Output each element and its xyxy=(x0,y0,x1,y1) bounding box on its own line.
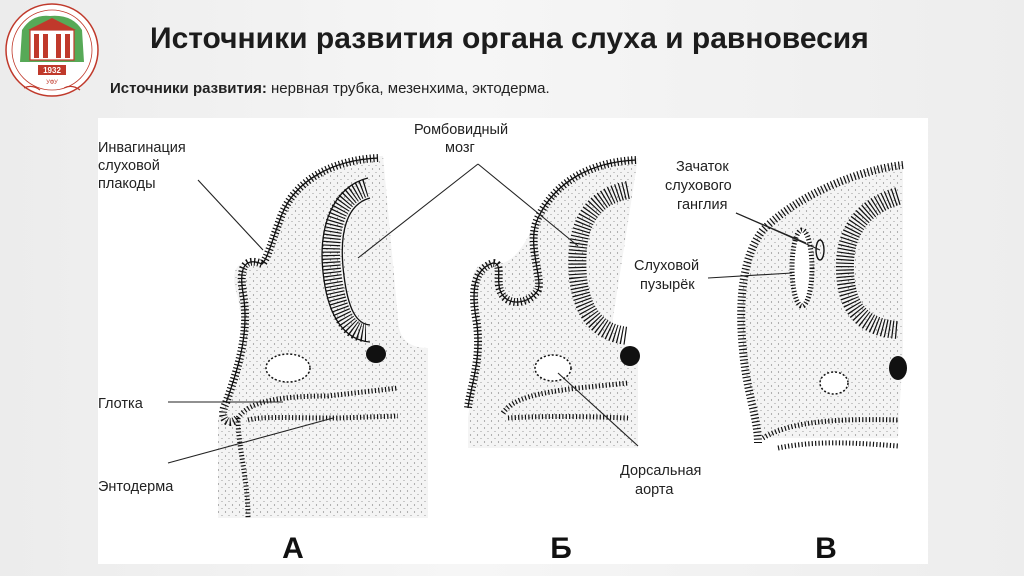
label-rhomb-1: Ромбовидный xyxy=(414,122,508,138)
neural-tube-wall-b xyxy=(568,181,631,345)
label-ganglion-3: ганглия xyxy=(677,197,727,213)
university-logo: 1932 УФУ xyxy=(5,3,99,97)
neural-tube-wall-c xyxy=(835,187,901,339)
label-invagination-2: слуховой xyxy=(98,158,160,174)
mesenchyme-c xyxy=(741,163,903,438)
panel-letter-a: А xyxy=(282,532,304,564)
label-vesicle-2: пузырёк xyxy=(640,277,695,293)
panel-c: В xyxy=(737,161,907,564)
logo-year: 1932 xyxy=(43,66,61,75)
label-aorta-2: аорта xyxy=(635,482,674,498)
pharynx-b xyxy=(500,380,629,415)
panel-letter-c: В xyxy=(815,532,837,564)
label-vesicle-1: Слуховой xyxy=(634,258,699,274)
label-aorta-1: Дорсальная xyxy=(620,463,701,479)
mesenchyme-a xyxy=(218,156,428,518)
ganglion-rudiment xyxy=(815,239,825,261)
aorta-a xyxy=(265,353,311,383)
embryology-figure: А Б В xyxy=(98,118,928,564)
mesenchyme-b xyxy=(468,158,638,448)
label-ganglion-1: Зачаток xyxy=(676,159,729,175)
panel-letter-b: Б xyxy=(550,532,572,564)
subtitle-label: Источники развития: xyxy=(110,80,267,97)
label-pharynx: Глотка xyxy=(98,396,144,412)
aorta-b xyxy=(534,354,572,382)
label-invagination-3: плакоды xyxy=(98,176,156,192)
ectoderm-c xyxy=(737,161,904,444)
label-endoderm: Энтодерма xyxy=(98,479,174,495)
slide-subtitle: Источники развития: нервная трубка, мезе… xyxy=(110,80,550,97)
label-ganglion-2: слухового xyxy=(665,178,732,194)
slide-title: Источники развития органа слуха и равнов… xyxy=(150,22,869,55)
label-invagination-1: Инвагинация xyxy=(98,140,186,156)
subtitle-text: нервная трубка, мезенхима, эктодерма. xyxy=(266,80,550,97)
neural-tube-wall-a xyxy=(322,179,370,342)
pharynx-a xyxy=(235,385,399,420)
otic-vesicle xyxy=(789,227,815,309)
panel-b: Б xyxy=(464,156,640,564)
panel-a: А xyxy=(218,154,428,564)
pharynx-c xyxy=(761,417,899,441)
label-rhomb-2: мозг xyxy=(445,140,475,156)
aorta-c xyxy=(819,371,849,395)
logo-abbr: УФУ xyxy=(46,80,58,86)
leader-lines xyxy=(167,163,821,464)
